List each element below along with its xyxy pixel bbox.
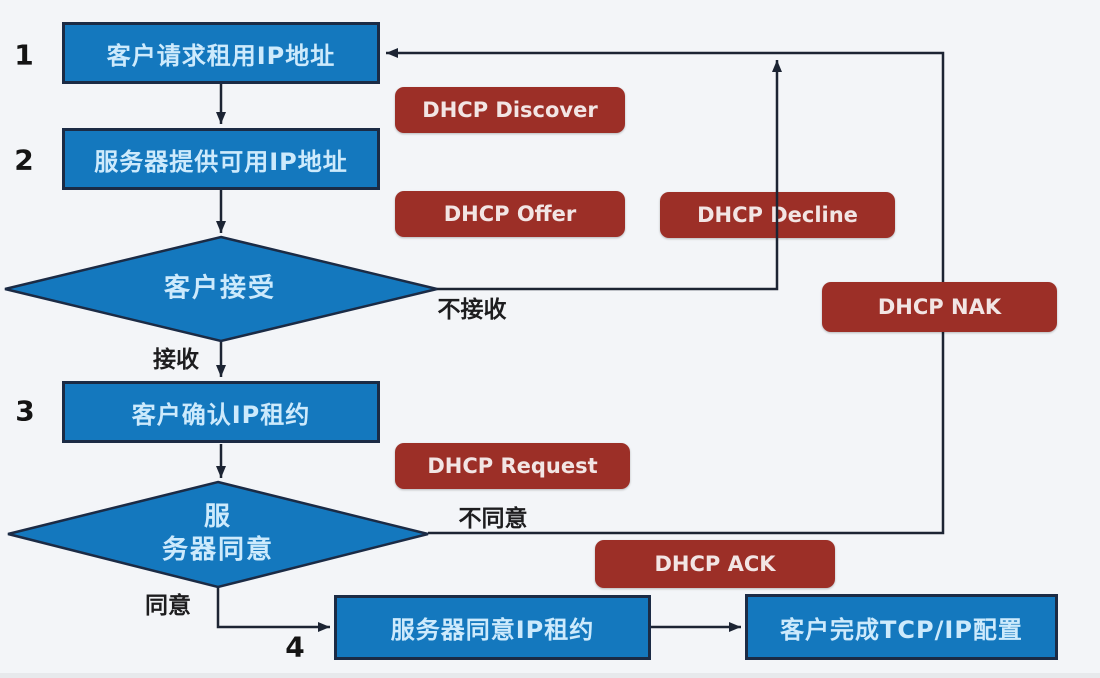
branch-label-agree: 同意	[145, 593, 191, 619]
step-number-3: 3	[15, 394, 35, 428]
decision2-label: 服 务器同意	[162, 501, 274, 567]
step-number-4: 4	[285, 630, 305, 664]
step-number-1: 1	[14, 38, 34, 72]
decision-diamond-client-accept	[4, 235, 438, 343]
branch-label-accept: 接收	[153, 347, 199, 373]
message-label-dhcp-request: DHCP Request	[395, 443, 630, 489]
decision2-label-line2: 务器同意	[161, 535, 275, 565]
decision2-label-line1: 服	[203, 502, 233, 532]
decision-diamond-server-agree	[7, 480, 429, 589]
branch-label-not-agree: 不同意	[458, 506, 528, 532]
branch-label-not-accept: 不接收	[437, 297, 507, 323]
bottom-edge-strip	[0, 673, 1100, 678]
process-box-step2: 服务器提供可用IP地址	[62, 128, 380, 190]
process-box-step3: 客户确认IP租约	[62, 381, 380, 443]
message-label-dhcp-ack: DHCP ACK	[595, 540, 835, 588]
process-box-step1: 客户请求租用IP地址	[62, 22, 380, 84]
process-box-step4: 服务器同意IP租约	[334, 595, 651, 660]
process-box-final: 客户完成TCP/IP配置	[745, 594, 1058, 660]
message-label-dhcp-discover: DHCP Discover	[395, 87, 625, 133]
message-label-dhcp-offer: DHCP Offer	[395, 191, 625, 237]
decision1-label: 客户接受	[163, 273, 277, 304]
step-number-2: 2	[14, 143, 34, 177]
message-label-dhcp-nak: DHCP NAK	[822, 282, 1057, 332]
message-label-dhcp-decline: DHCP Decline	[660, 192, 895, 238]
connector-decision2-step4	[216, 587, 330, 632]
